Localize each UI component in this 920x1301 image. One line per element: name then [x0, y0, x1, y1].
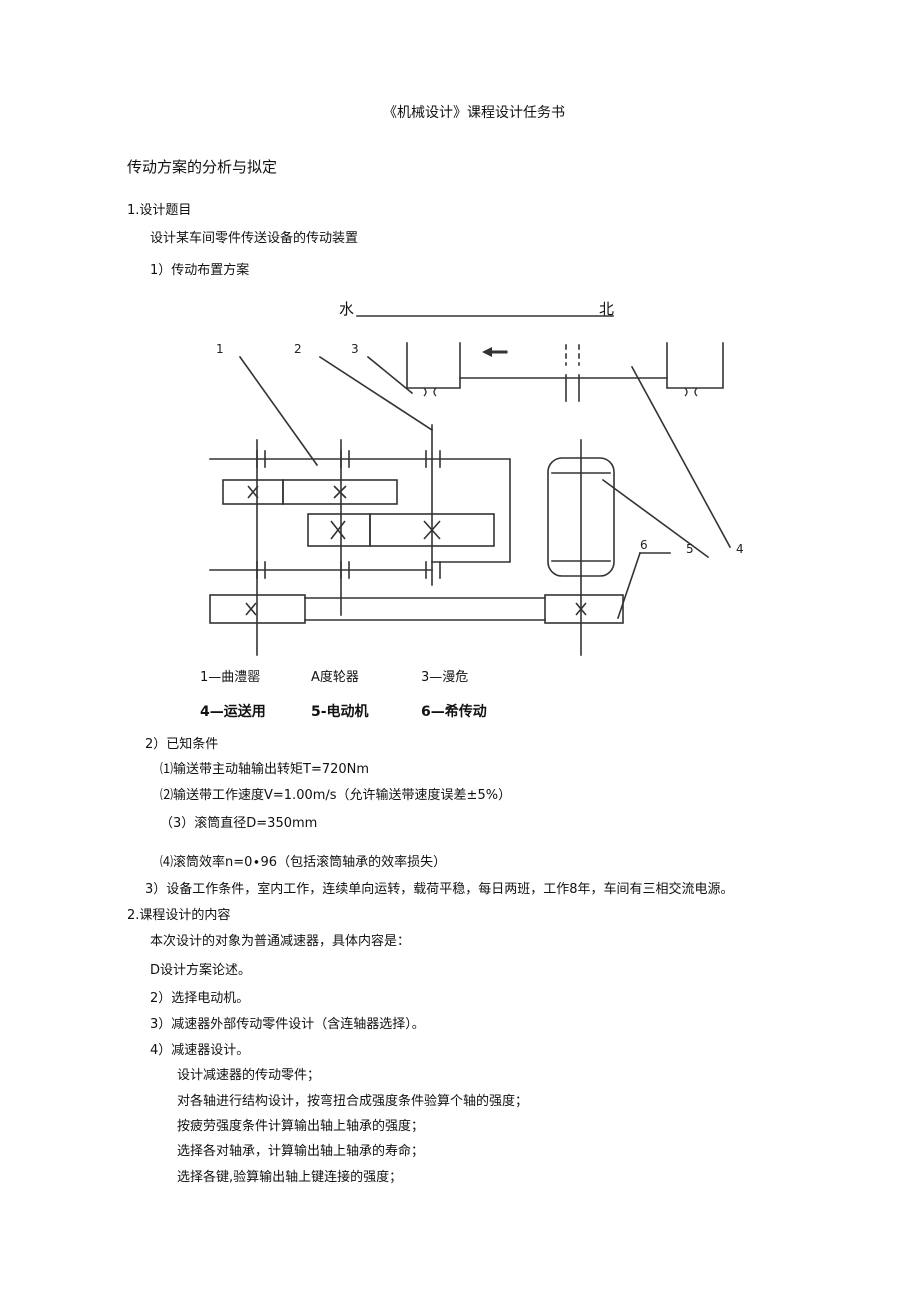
coupling-box-left	[406, 342, 461, 389]
condition-5: 3）设备工作条件，室内工作，连续单向运转，载荷平稳，每日两班，工作8年，车间有三…	[145, 882, 734, 897]
s2-subitem-5: 选择各键,验算输出轴上键连接的强度；	[177, 1170, 403, 1185]
gear-1b	[282, 479, 398, 505]
legend-item-6: 6—希传动	[421, 704, 487, 720]
legend-item-1: 1—曲澧罂	[200, 670, 261, 685]
motor	[547, 457, 615, 577]
leader-4	[630, 365, 732, 549]
condition-1: ⑴输送带主动轴输出转矩T=720Nm	[160, 762, 370, 777]
leader-1	[238, 355, 319, 467]
legend-item-4: 4—运送用	[200, 704, 266, 720]
gear-2b	[369, 513, 495, 547]
s2-item-4: 4）减速器设计。	[150, 1043, 250, 1058]
belt-pulley-left	[209, 594, 306, 624]
legend-item-3: 3—漫危	[421, 670, 469, 685]
section-heading: 传动方案的分析与拟定	[127, 158, 278, 176]
part-num-3: 3	[351, 342, 359, 356]
legend-item-5: 5-电动机	[311, 704, 369, 720]
dir-left-char: 水	[339, 300, 354, 318]
s2-item-3: 3）减速器外部传动零件设计（含连轴器选择）。	[150, 1017, 425, 1032]
part-num-1: 1	[216, 342, 224, 356]
condition-3: （3）滚筒直径D=350mm	[160, 816, 318, 831]
known-heading: 2）已知条件	[145, 737, 219, 752]
condition-2: ⑵输送带工作速度V=1.00m∕s（允许输送带速度误差±5%）	[160, 788, 512, 803]
condition-4: ⑷滚筒效率n=0∙96（包括滚筒轴承的效率损失）	[160, 855, 447, 870]
legend-item-2: A度轮器	[311, 670, 359, 685]
s2-subitem-3: 按疲劳强度条件计算输出轴上轴承的强度；	[177, 1119, 425, 1134]
part-num-5: 5	[686, 542, 694, 556]
part-num-4: 4	[736, 542, 744, 556]
part-num-2: 2	[294, 342, 302, 356]
s1-topic: 设计某车间零件传送设备的传动装置	[150, 231, 359, 246]
s2-subitem-1: 设计减速器的传动零件；	[177, 1068, 321, 1083]
arrow-head	[482, 347, 492, 357]
part-num-6: 6	[640, 538, 648, 552]
belt-pulley-right	[544, 594, 624, 624]
leader-6	[616, 551, 642, 620]
dir-right-char: 北	[599, 300, 614, 318]
leader-3	[366, 355, 414, 395]
s2-intro: 本次设计的对象为普通减速器，具体内容是：	[150, 934, 411, 949]
leader-2	[318, 355, 434, 432]
transmission-diagram: 水 北 1 2 3 4 5 6	[209, 300, 744, 656]
s2-item-2: 2）选择电动机。	[150, 991, 250, 1006]
s2-heading: 2.课程设计的内容	[127, 908, 231, 923]
page-title: 《机械设计》课程设计任务书	[383, 105, 565, 121]
s2-subitem-4: 选择各对轴承，计算输出轴上轴承的寿命；	[177, 1144, 425, 1159]
drum-box-right	[666, 342, 724, 389]
s2-item-1: D设计方案论述。	[150, 963, 252, 978]
s1-heading: 1.设计题目	[127, 203, 192, 218]
s2-subitem-2: 对各轴进行结构设计，按弯扭合成强度条件验算个轴的强度；	[177, 1094, 529, 1109]
leader-5	[601, 478, 710, 559]
s1-sub1: 1）传动布置方案	[150, 263, 250, 278]
